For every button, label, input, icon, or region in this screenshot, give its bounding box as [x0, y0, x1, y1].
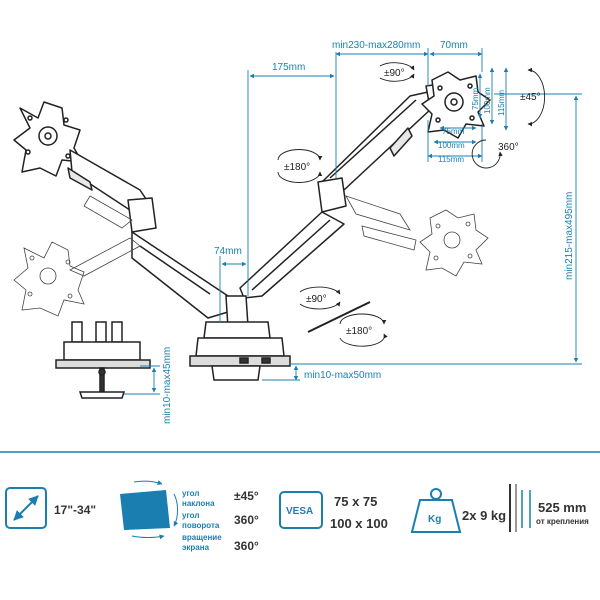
spec-label-5: экрана: [182, 543, 210, 552]
right-ghost-arm: [345, 195, 489, 277]
central-base: [189, 295, 291, 381]
dim-top-offset: 175mm: [272, 62, 305, 73]
spec-swivel-value: 360°: [234, 513, 259, 527]
dim-vesa-h1: 75mm: [442, 127, 465, 136]
desk-surface-line: [307, 301, 371, 333]
vesa-badge-icon: [279, 491, 323, 529]
wall-distance-icon: [509, 484, 531, 532]
spec-label-2: угол: [182, 511, 199, 520]
dim-vesa-v3: 115mm: [497, 90, 506, 116]
side-clamp: [55, 321, 151, 399]
weight-icon: [410, 488, 462, 533]
dim-top-offset2: 70mm: [440, 40, 468, 51]
right-arm: [239, 71, 491, 299]
spec-label-0: угол: [182, 489, 199, 498]
monitor-rotation-icon: [120, 480, 179, 540]
screen-size-icon: [5, 487, 47, 529]
rot-rotate: 360°: [498, 142, 519, 153]
vesa-badge-text: VESA: [286, 506, 313, 517]
dim-clamp-range: min10-max50mm: [304, 370, 381, 381]
dim-grommet-range: min10-max45mm: [162, 347, 173, 424]
rot-base-swivel: ±90°: [306, 294, 327, 305]
dim-vesa-v2: 100mm: [483, 87, 492, 114]
left-ghost-arm: [13, 195, 141, 317]
dim-vesa-v1: 75mm: [471, 87, 480, 110]
spec-weight-value: 2x 9 kg: [462, 508, 506, 523]
rot-plate-swivel: ±90°: [384, 68, 405, 79]
spec-label-4: вращение: [182, 533, 222, 542]
spec-rotate-value: 360°: [234, 539, 259, 553]
rotation-arcs: [277, 62, 546, 347]
spec-label-1: наклона: [182, 499, 215, 508]
spec-tilt-value: ±45°: [234, 489, 259, 503]
dim-vesa-h3: 115mm: [438, 155, 464, 164]
spec-vesa-0: 75 x 75: [334, 494, 377, 509]
rot-base-rotate: ±180°: [346, 326, 372, 337]
dim-height-range: min215-max495mm: [564, 192, 575, 280]
dim-vesa-h2: 100mm: [438, 141, 465, 150]
weight-badge-text: Kg: [428, 514, 441, 525]
dimension-lines: [124, 48, 582, 395]
rot-tilt: ±45°: [520, 92, 541, 103]
dim-center-gap: 74mm: [214, 246, 242, 257]
spec-wall-note: от крепления: [536, 517, 589, 526]
rot-arm-swivel: ±180°: [284, 162, 310, 173]
spec-wall-value: 525 mm: [538, 500, 586, 515]
dim-top-range: min230-max280mm: [332, 40, 420, 51]
spec-vesa-1: 100 x 100: [330, 516, 388, 531]
spec-screen-size: 17"-34": [54, 503, 96, 517]
spec-label-3: поворота: [182, 521, 220, 530]
left-arm: [13, 101, 229, 319]
